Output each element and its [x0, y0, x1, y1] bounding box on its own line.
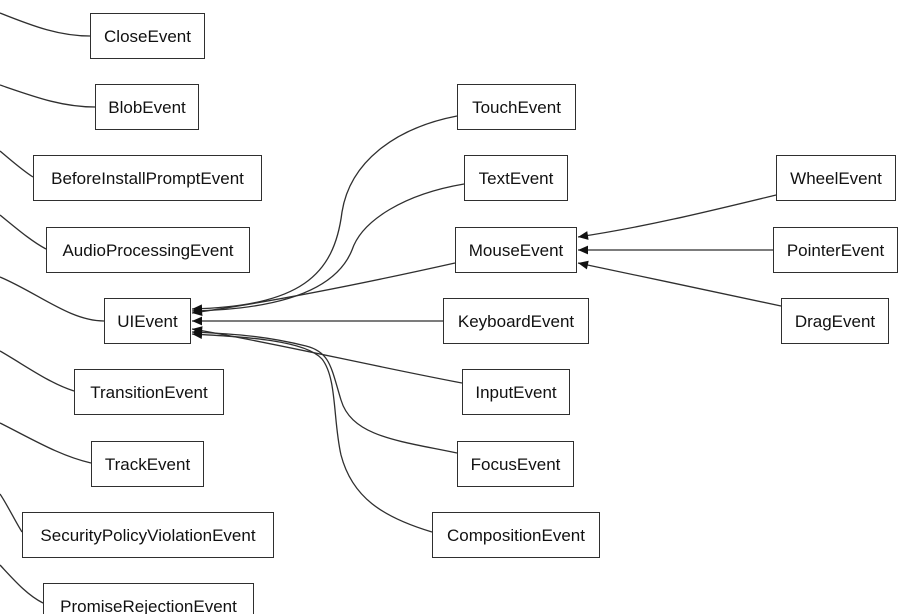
edge-mouseevent-uievent — [191, 262, 456, 316]
edge-beforeinstallpromptevent-offscreen — [0, 150, 34, 178]
node-securitypolicyviolationevent: SecurityPolicyViolationEvent — [22, 512, 274, 558]
node-blobevent: BlobEvent — [95, 84, 199, 130]
node-focusevent: FocusEvent — [457, 441, 574, 487]
edge-transitionevent-offscreen — [0, 350, 75, 392]
node-closeevent: CloseEvent — [90, 13, 205, 59]
node-beforeinstallpromptevent: BeforeInstallPromptEvent — [33, 155, 262, 201]
node-wheelevent: WheelEvent — [776, 155, 896, 201]
node-textevent: TextEvent — [464, 155, 568, 201]
edge-uievent-offscreen — [0, 276, 105, 322]
node-uievent: UIEvent — [104, 298, 191, 344]
node-audioprocessingevent: AudioProcessingEvent — [46, 227, 250, 273]
node-transitionevent: TransitionEvent — [74, 369, 224, 415]
node-touchevent: TouchEvent — [457, 84, 576, 130]
edge-promiserejectionevent-offscreen — [0, 564, 44, 604]
node-compositionevent: CompositionEvent — [432, 512, 600, 558]
edge-trackevent-offscreen — [0, 422, 92, 464]
edge-focusevent-uievent — [191, 328, 458, 454]
edge-touchevent-uievent — [191, 115, 458, 314]
node-pointerevent: PointerEvent — [773, 227, 898, 273]
edge-textevent-uievent — [191, 183, 465, 316]
node-inputevent: InputEvent — [462, 369, 570, 415]
edge-dragevent-mouseevent — [577, 260, 782, 307]
node-dragevent: DragEvent — [781, 298, 889, 344]
node-trackevent: TrackEvent — [91, 441, 204, 487]
node-keyboardevent: KeyboardEvent — [443, 298, 589, 344]
edge-securitypolicyviolationevent-offscreen — [0, 493, 23, 533]
edge-compositionevent-uievent — [191, 330, 433, 533]
edge-closeevent-offscreen — [0, 12, 91, 37]
node-mouseevent: MouseEvent — [455, 227, 577, 273]
edge-audioprocessingevent-offscreen — [0, 214, 47, 250]
edge-wheelevent-mouseevent — [577, 194, 777, 240]
edge-blobevent-offscreen — [0, 84, 96, 108]
node-promiserejectionevent: PromiseRejectionEvent — [43, 583, 254, 614]
